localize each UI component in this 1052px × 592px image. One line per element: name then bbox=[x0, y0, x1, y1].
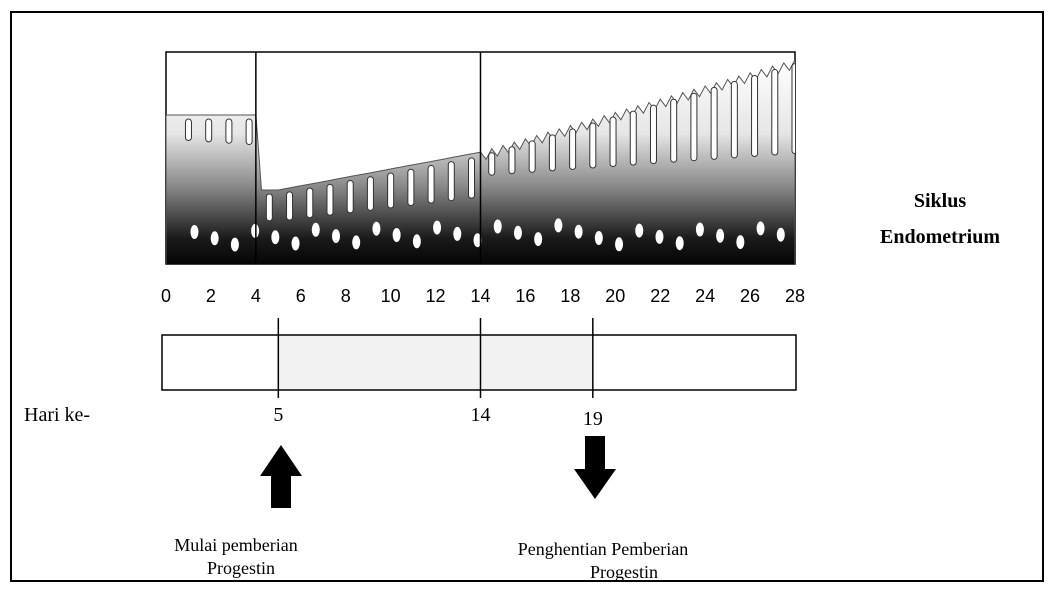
gland-lumen bbox=[311, 222, 320, 237]
tick-label-18: 18 bbox=[560, 286, 580, 306]
gland-lumen bbox=[797, 234, 805, 248]
gland bbox=[387, 172, 395, 209]
tick-label-24: 24 bbox=[695, 286, 715, 306]
gland bbox=[548, 134, 556, 172]
gland bbox=[225, 118, 233, 144]
gland bbox=[366, 176, 374, 211]
gland-lumen bbox=[615, 237, 624, 252]
gland-lumen bbox=[756, 221, 765, 236]
gland-lumen bbox=[210, 231, 219, 246]
marker-labels: 5 14 19 bbox=[273, 404, 602, 430]
gland-lumen bbox=[776, 227, 785, 242]
phase-lines bbox=[255, 52, 482, 264]
gland-lumen bbox=[655, 229, 664, 244]
tick-label-28: 28 bbox=[785, 286, 805, 306]
stop-note-line-1: Penghentian Pemberian bbox=[518, 539, 688, 559]
gland-lumen bbox=[695, 222, 704, 237]
gland-lumen bbox=[493, 219, 502, 234]
gland-lumen bbox=[675, 236, 684, 251]
gland-lumens bbox=[190, 218, 805, 252]
gland-lumen bbox=[554, 218, 563, 233]
marker-label-19: 19 bbox=[583, 408, 603, 430]
marker-label-5: 5 bbox=[273, 404, 283, 426]
gland bbox=[670, 98, 678, 163]
gland bbox=[265, 193, 273, 222]
gland bbox=[306, 187, 314, 219]
gland bbox=[286, 191, 294, 221]
gland bbox=[589, 122, 597, 169]
endometrium-plot bbox=[165, 51, 805, 265]
gland bbox=[488, 152, 496, 176]
gland bbox=[407, 168, 415, 207]
tick-label-16: 16 bbox=[515, 286, 535, 306]
start-note-line-1: Mulai pemberian bbox=[174, 535, 297, 555]
gland-lumen bbox=[392, 228, 401, 242]
gland bbox=[447, 161, 455, 202]
gland bbox=[609, 116, 617, 168]
gland bbox=[690, 92, 698, 162]
start-note-line-2: Progestin bbox=[207, 558, 275, 578]
gland bbox=[710, 86, 718, 160]
tick-label-0: 0 bbox=[161, 286, 171, 306]
endometrial-glands bbox=[184, 63, 795, 222]
tick-label-12: 12 bbox=[426, 286, 446, 306]
gland-lumen bbox=[271, 230, 280, 245]
gland-lumen bbox=[574, 224, 583, 239]
figure-frame bbox=[10, 11, 1044, 582]
down-arrow-icon bbox=[574, 436, 616, 499]
gland-lumen bbox=[352, 235, 361, 250]
gland-lumen bbox=[473, 233, 482, 248]
tick-label-20: 20 bbox=[605, 286, 625, 306]
gland-lumen bbox=[190, 225, 199, 239]
gland bbox=[649, 104, 657, 165]
gland-lumen bbox=[433, 220, 442, 235]
marker-label-14: 14 bbox=[471, 404, 491, 426]
marker-lines bbox=[277, 318, 594, 398]
gland bbox=[427, 164, 435, 204]
gland bbox=[326, 183, 334, 216]
gland bbox=[528, 140, 536, 173]
gland-lumen bbox=[736, 235, 745, 250]
gland-lumen bbox=[230, 237, 239, 252]
tick-label-22: 22 bbox=[650, 286, 670, 306]
gland-lumen bbox=[372, 221, 381, 236]
gland bbox=[205, 118, 213, 143]
tick-label-26: 26 bbox=[740, 286, 760, 306]
title-line-1: Siklus bbox=[914, 190, 966, 212]
gland bbox=[791, 63, 795, 155]
gland-lumen bbox=[594, 231, 603, 245]
gland-lumen bbox=[635, 223, 644, 238]
title-line-2: Endometrium bbox=[880, 226, 1000, 248]
gland bbox=[629, 110, 637, 166]
gland bbox=[508, 146, 516, 175]
gland-lumen bbox=[291, 236, 300, 251]
tick-label-14: 14 bbox=[470, 286, 490, 306]
gland bbox=[245, 118, 253, 146]
gland-lumen bbox=[453, 226, 462, 241]
tick-label-10: 10 bbox=[381, 286, 401, 306]
tick-label-6: 6 bbox=[296, 286, 306, 306]
gland-lumen bbox=[534, 232, 543, 247]
tick-label-4: 4 bbox=[251, 286, 261, 306]
gland-lumen bbox=[331, 229, 340, 244]
gland bbox=[569, 128, 577, 170]
gland-lumen bbox=[716, 228, 725, 243]
gland bbox=[468, 157, 476, 199]
treatment-period bbox=[278, 336, 593, 389]
up-arrow-icon bbox=[260, 445, 302, 508]
day-row-label: Hari ke- bbox=[24, 404, 90, 426]
treatment-timeline bbox=[161, 318, 797, 398]
tick-label-8: 8 bbox=[341, 286, 351, 306]
gland bbox=[730, 80, 738, 159]
gland bbox=[771, 69, 779, 156]
stop-note-line-2: Progestin bbox=[590, 562, 658, 582]
tick-label-2: 2 bbox=[206, 286, 216, 306]
gland-lumen bbox=[513, 225, 522, 240]
gland bbox=[751, 74, 759, 157]
gland bbox=[346, 180, 354, 214]
gland-lumen bbox=[412, 234, 421, 249]
gland bbox=[184, 118, 192, 141]
